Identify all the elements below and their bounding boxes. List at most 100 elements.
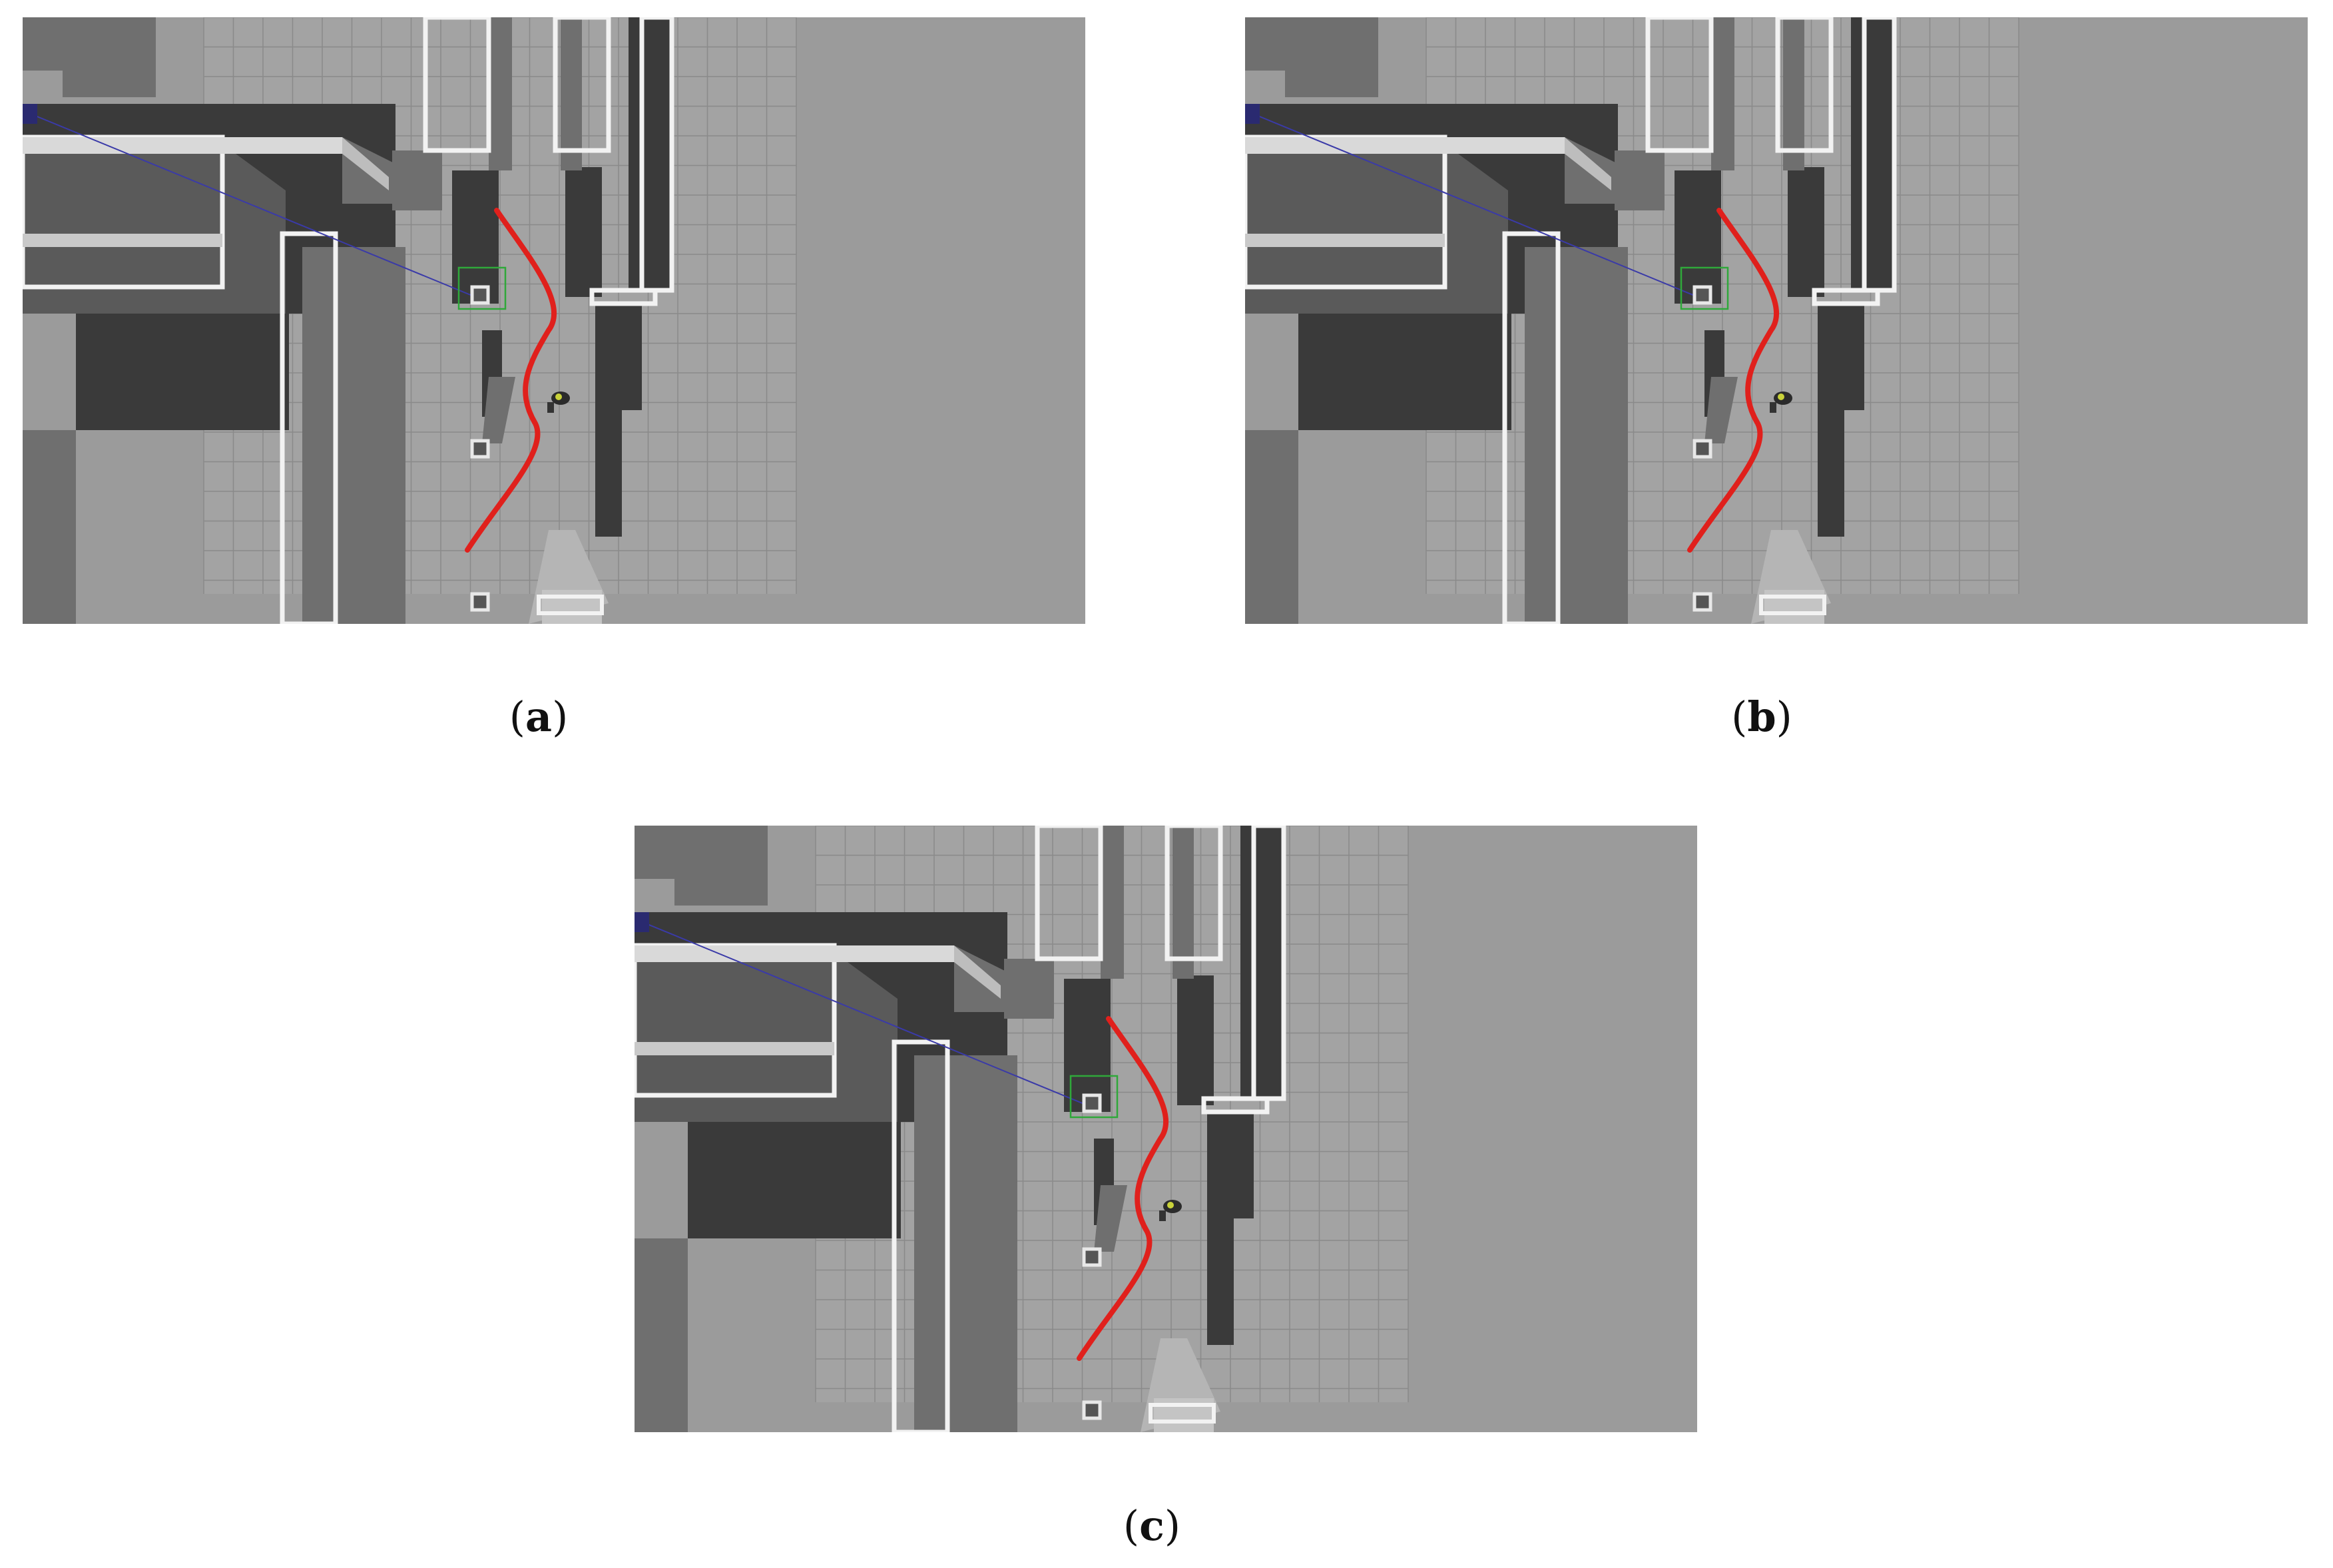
wall-side [994, 1055, 1017, 1432]
wall-outline [1812, 288, 1880, 306]
square-marker-icon [1692, 285, 1712, 305]
wall-side [1711, 17, 1734, 170]
wall-side [1615, 150, 1665, 210]
laser-ray [1245, 110, 1698, 298]
wall-side [914, 1055, 994, 1432]
caption-a: (a) [509, 692, 569, 741]
wall-outline [1165, 826, 1223, 961]
wall-side [382, 247, 405, 624]
robot-sensor [555, 393, 562, 400]
wall-dark [76, 314, 289, 430]
sim-scene [635, 826, 1697, 1432]
square-marker-icon [1692, 592, 1712, 612]
laser-source [635, 912, 649, 932]
goal-box [1680, 266, 1729, 310]
wall-dark [595, 304, 642, 410]
wall-dark [1851, 17, 1894, 290]
wall-dark [565, 167, 602, 297]
wall-top [23, 234, 222, 247]
wall-dark [688, 1122, 901, 1238]
wall-top [1245, 234, 1445, 247]
sim-scene [23, 17, 1085, 624]
robot-sensor [1167, 1202, 1174, 1208]
goal-box [1069, 1075, 1119, 1119]
square-marker-icon [470, 285, 490, 305]
robot-sensor [1778, 393, 1784, 400]
wall-outline [1759, 595, 1826, 615]
wall-side [561, 17, 582, 170]
wall-side [1101, 826, 1124, 979]
laser-ray [635, 918, 1088, 1106]
wall-outline [1149, 1403, 1216, 1424]
laser-ray [23, 110, 476, 298]
sim-panel-a [23, 17, 1085, 624]
robot-wheel [1159, 1210, 1166, 1221]
caption-b: (b) [1731, 692, 1792, 741]
wall-outline [1502, 231, 1561, 624]
sim-scene [1245, 17, 2308, 624]
wall-outline [280, 231, 338, 624]
wall-outline [423, 17, 491, 153]
wall-face [482, 377, 515, 443]
wall-outline [892, 1039, 950, 1432]
wall-dark [1675, 170, 1721, 304]
wall-dark [1064, 979, 1111, 1112]
laser-source [1245, 104, 1260, 124]
square-marker-icon [1082, 1093, 1102, 1113]
laser-source [23, 104, 37, 124]
square-marker-icon [470, 439, 490, 459]
wall-side [1783, 17, 1804, 170]
wall-top [635, 1042, 834, 1055]
wall-side [1285, 17, 1378, 97]
wall-side [635, 1238, 688, 1432]
wall-outline [1201, 1096, 1270, 1115]
wall-outline [589, 288, 658, 306]
robot-trajectory [1687, 208, 1780, 553]
wall-top [342, 137, 389, 190]
wall-side [1605, 247, 1628, 624]
wall-side [489, 17, 512, 170]
wall-top [1565, 137, 1611, 190]
robot-trajectory [465, 208, 557, 553]
square-marker-icon [470, 592, 490, 612]
robot-trajectory [1077, 1016, 1169, 1361]
wall-side [1245, 430, 1298, 624]
wall-side [1004, 959, 1054, 1019]
wall-side [23, 430, 76, 624]
wall-outline [537, 595, 604, 615]
wall-outline [1035, 826, 1103, 961]
wall-dark [1240, 826, 1284, 1099]
square-marker-icon [1692, 439, 1712, 459]
wall-side [63, 17, 156, 97]
wall-side [1525, 247, 1605, 624]
robot-wheel [1770, 402, 1776, 413]
wall-top [635, 945, 954, 962]
wall-outline [1645, 17, 1714, 153]
wall-dark [629, 17, 672, 290]
wall-top [1245, 137, 1565, 154]
wall-outline [553, 17, 611, 153]
square-marker-icon [1082, 1247, 1102, 1267]
wall-face [1094, 1185, 1127, 1252]
wall-side [302, 247, 382, 624]
wall-side [392, 150, 442, 210]
wall-side [674, 826, 768, 906]
wall-dark [1177, 975, 1214, 1105]
wall-dark [1207, 1112, 1254, 1218]
robot-icon [1770, 392, 1792, 413]
robot-icon [547, 392, 570, 413]
wall-outline [1775, 17, 1834, 153]
sim-panel-b [1245, 17, 2308, 624]
wall-dark [452, 170, 499, 304]
wall-dark [1818, 304, 1864, 410]
wall-dark [1298, 314, 1511, 430]
caption-c: (c) [1123, 1501, 1181, 1550]
robot-icon [1159, 1200, 1182, 1221]
square-marker-icon [1082, 1400, 1102, 1420]
robot-wheel [547, 402, 554, 413]
wall-face [1704, 377, 1738, 443]
sim-panel-c [635, 826, 1697, 1432]
wall-dark [1788, 167, 1824, 297]
wall-side [1172, 826, 1194, 979]
wall-top [954, 945, 1001, 999]
